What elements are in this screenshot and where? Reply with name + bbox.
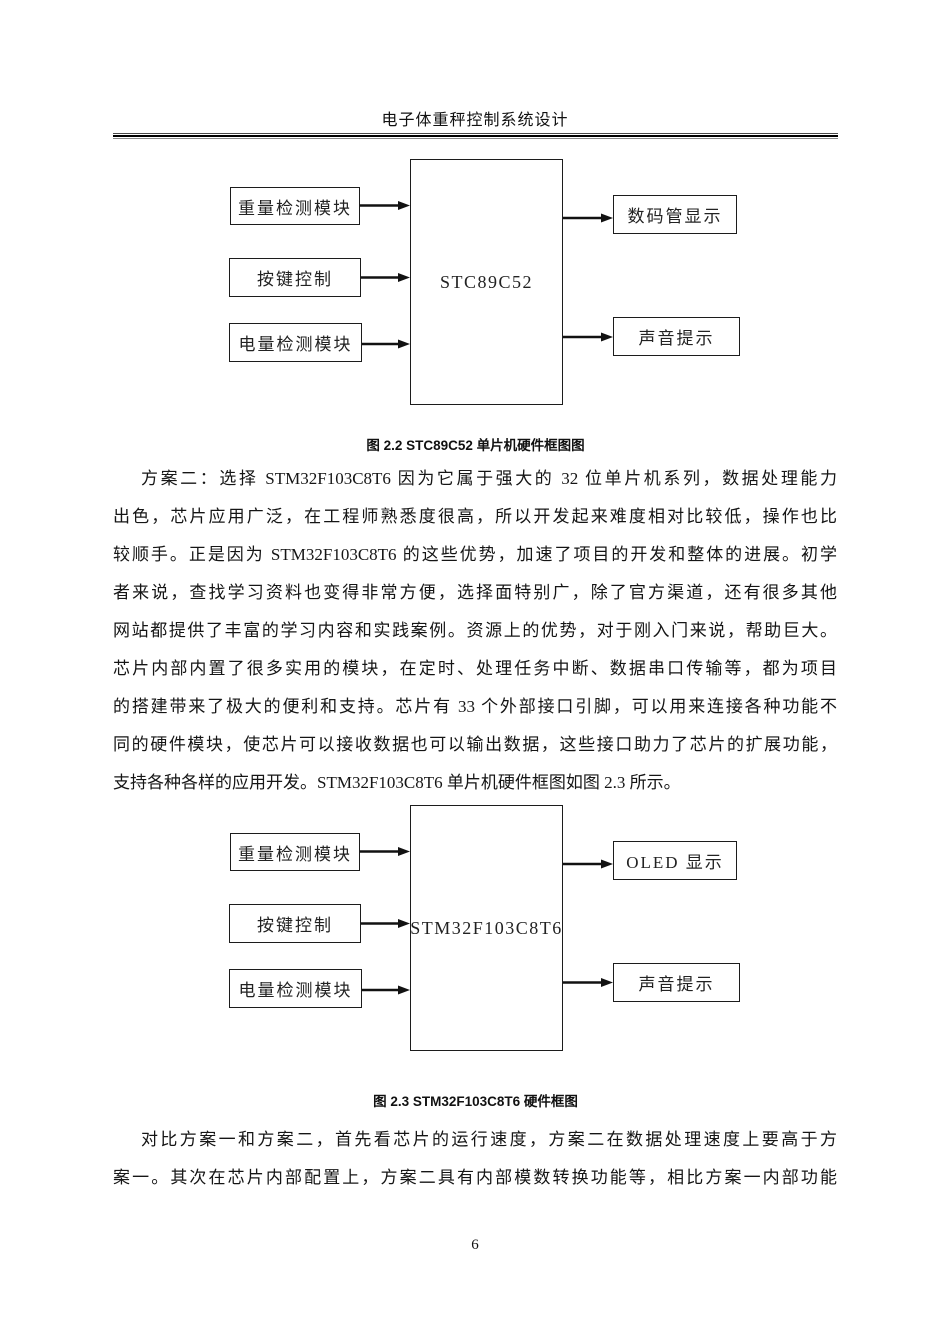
diagram2-input-box-keys: 按键控制 xyxy=(229,904,361,943)
diagram2-output-box-oled: OLED 显示 xyxy=(613,841,737,880)
paragraph-plan2: 方案二：选择 STM32F103C8T6 因为它属于强大的 32 位单片机系列，… xyxy=(113,460,837,802)
diagram1-input-box-battery: 电量检测模块 xyxy=(229,323,362,362)
paragraph-line: 方案二：选择 STM32F103C8T6 因为它属于强大的 32 位单片机系列，… xyxy=(141,469,837,488)
paragraph-compare: 对比方案一和方案二，首先看芯片的运行速度，方案二在数据处理速度上要高于方 案一。… xyxy=(113,1121,837,1197)
diagram2-input-box-battery: 电量检测模块 xyxy=(229,969,362,1008)
header-separator-rule xyxy=(113,133,838,139)
paragraph-line: 支持各种各样的应用开发。STM32F103C8T6 单片机硬件框图如图 2.3 … xyxy=(113,773,681,792)
diagram1-input-box-keys: 按键控制 xyxy=(229,258,361,297)
diagram2-input-box-weight: 重量检测模块 xyxy=(230,833,360,871)
diagram2-output-box-sound: 声音提示 xyxy=(613,963,740,1002)
diagram2-mcu-box: STM32F103C8T6 xyxy=(410,805,563,1051)
figure2-caption: 图 2.3 STM32F103C8T6 硬件框图 xyxy=(373,1094,578,1109)
paragraph-line: 案一。其次在芯片内部配置上，方案二具有内部模数转换功能等，相比方案一内部功能 xyxy=(113,1168,837,1187)
page-header-title: 电子体重秤控制系统设计 xyxy=(381,112,569,129)
paragraph-line: 网站都提供了丰富的学习内容和实践案例。资源上的优势，对于刚入门来说，帮助巨大。 xyxy=(113,621,837,640)
paragraph-line: 芯片内部内置了很多实用的模块，在定时、处理任务中断、数据串口传输等，都为项目 xyxy=(113,659,837,678)
figure1-caption: 图 2.2 STC89C52 单片机硬件框图图 xyxy=(366,438,585,453)
diagram1-output-box-sound: 声音提示 xyxy=(613,317,740,356)
diagram1-input-box-weight: 重量检测模块 xyxy=(230,187,360,225)
diagram1-output-box-display: 数码管显示 xyxy=(613,195,737,234)
paragraph-line: 者来说，查找学习资料也变得非常方便，选择面特别广，除了官方渠道，还有很多其他 xyxy=(113,583,837,602)
paragraph-line: 较顺手。正是因为 STM32F103C8T6 的这些优势，加速了项目的开发和整体… xyxy=(113,545,837,564)
paragraph-line: 出色，芯片应用广泛，在工程师熟悉度很高，所以开发起来难度相对比较低，操作也比 xyxy=(113,507,837,526)
paragraph-line: 对比方案一和方案二，首先看芯片的运行速度，方案二在数据处理速度上要高于方 xyxy=(141,1130,837,1149)
paragraph-line: 的搭建带来了极大的便利和支持。芯片有 33 个外部接口引脚，可以用来连接各种功能… xyxy=(113,697,837,716)
paragraph-line: 同的硬件模块，使芯片可以接收数据也可以输出数据，这些接口助力了芯片的扩展功能， xyxy=(113,735,837,754)
diagram1-mcu-box: STC89C52 xyxy=(410,159,563,405)
page-number: 6 xyxy=(471,1237,479,1253)
